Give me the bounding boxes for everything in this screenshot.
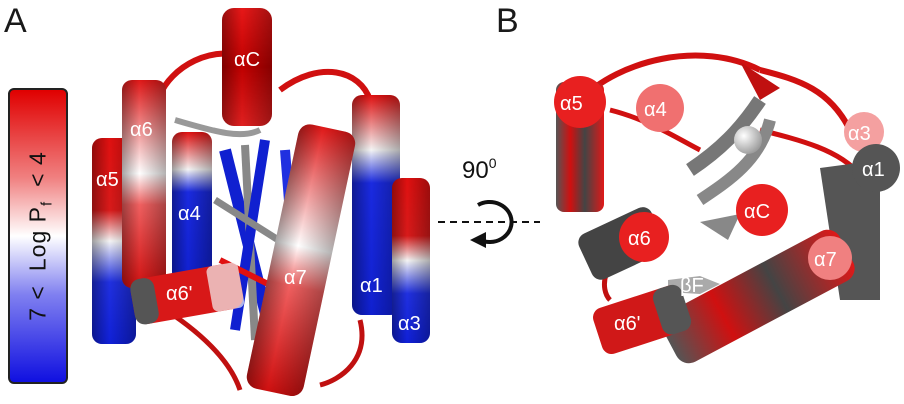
panel-b-helix-alpha4-label: α4 xyxy=(644,99,667,121)
panel-b-helix-alpha3-label: α3 xyxy=(848,123,871,145)
panel-b-helix-alpha6-label: α6 xyxy=(628,228,651,250)
panel-b-label: B xyxy=(496,2,519,40)
panel-a-helix-alpha7-label: α7 xyxy=(284,267,307,289)
rotation-angle: 900 xyxy=(462,155,497,184)
protection-factor-colorbar: 7 <Log Pf< 4 xyxy=(8,88,68,384)
panel-b-helix-alpha6prime-label: α6' xyxy=(614,313,641,335)
panel-b-helix-alphaC-label: αC xyxy=(744,201,770,223)
panel-a-label: A xyxy=(4,2,27,40)
panel-a-helix-alpha6prime-label: α6' xyxy=(166,283,193,305)
panel-b-helix-alpha5-label: α5 xyxy=(560,93,583,115)
rotation-arrow xyxy=(477,200,514,244)
panel-a-helix-alpha3-label: α3 xyxy=(398,313,421,335)
panel-a-helix-alpha6-label: α6 xyxy=(130,119,153,141)
panel-a-helix-alphaC-label: αC xyxy=(234,49,260,71)
panel-a-helix-alpha4-label: α4 xyxy=(178,203,201,225)
panel-b-helix-alpha7-label: α7 xyxy=(814,249,837,271)
panel-b-helix-alpha1-label: α1 xyxy=(862,159,885,181)
panel-a-helix-alpha1-label: α1 xyxy=(360,275,383,297)
panel-b-strand-betaF-label: βF xyxy=(680,275,704,297)
panel-a-helix-alpha5-label: α5 xyxy=(96,169,119,191)
panel-b-structure xyxy=(554,52,900,364)
panel-a-structure xyxy=(92,8,430,397)
rotation-indicator: 900 xyxy=(438,155,540,248)
